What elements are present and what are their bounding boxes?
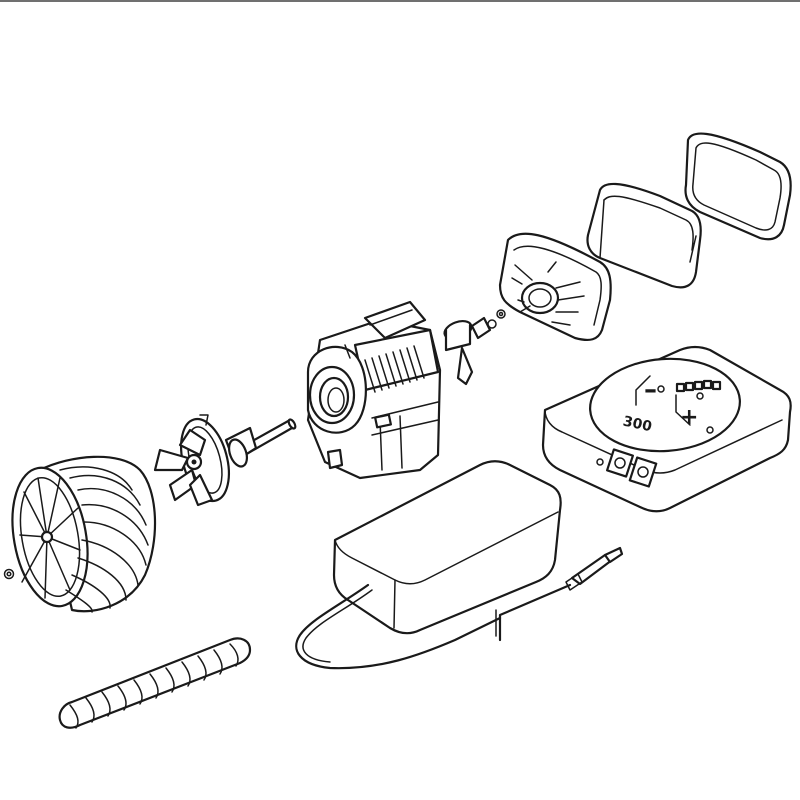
controller-model-label: 300 — [621, 413, 653, 435]
suction-cup-ring — [684, 132, 792, 241]
pump-housing — [306, 300, 442, 480]
shaft-holder — [443, 309, 506, 386]
power-adapter — [295, 460, 624, 670]
controller: – + 300 — [541, 345, 792, 513]
controller-plus-label: + — [680, 405, 698, 430]
svg-text:+: + — [680, 405, 698, 430]
spiral-cable-wrap — [58, 637, 252, 729]
dc-jack-2 — [628, 456, 658, 488]
svg-text:300: 300 — [621, 413, 653, 435]
strainer-cage — [3, 455, 157, 613]
dc-jack-1 — [605, 448, 635, 478]
magnet-pad — [586, 182, 702, 289]
svg-text:–: – — [644, 375, 657, 405]
controller-minus-label: – — [644, 375, 657, 405]
magnet-mount — [498, 232, 612, 341]
impeller — [153, 414, 297, 507]
led-indicator-bar — [675, 379, 722, 393]
